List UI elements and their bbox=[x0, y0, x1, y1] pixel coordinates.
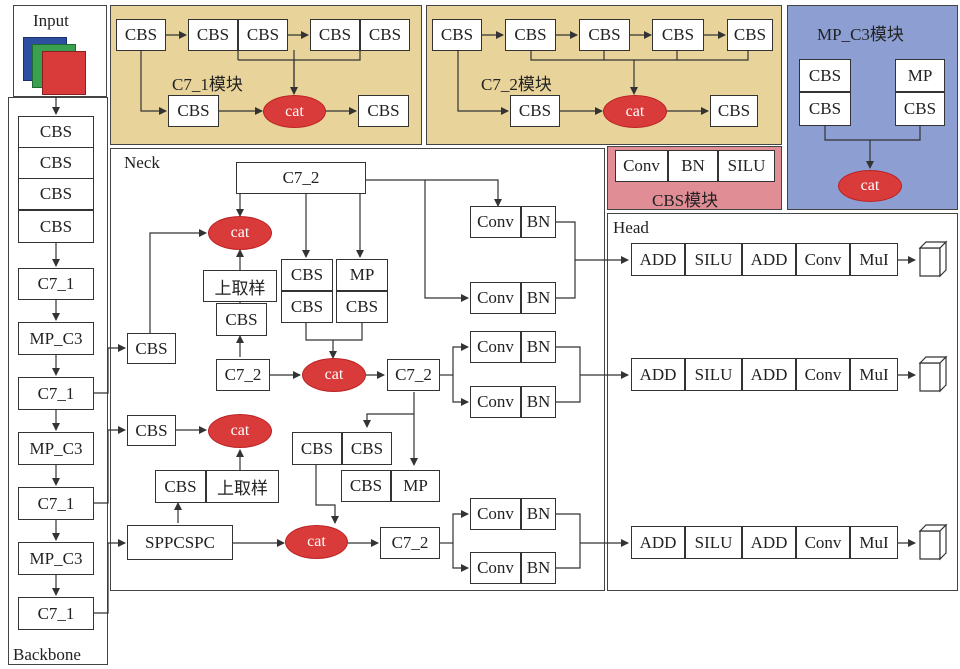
neck-c72-bottom: C7_2 bbox=[380, 527, 440, 559]
neck-conv-5: Conv bbox=[470, 498, 521, 530]
mpc3-cat: cat bbox=[838, 170, 902, 202]
head-conv-2: Conv bbox=[796, 358, 850, 391]
neck-cbs-pair-a: CBS bbox=[281, 259, 333, 291]
backbone-c71-1: C7_1 bbox=[18, 268, 94, 300]
input-panel bbox=[13, 5, 107, 97]
neck-bn-2: BN bbox=[521, 282, 556, 314]
head-add-1b: ADD bbox=[742, 243, 796, 276]
neck-cbs-pair-c: CBS bbox=[336, 291, 388, 323]
c72-cat: cat bbox=[603, 95, 667, 128]
neck-cat-lower: cat bbox=[208, 414, 272, 448]
neck-bn-6: BN bbox=[521, 552, 556, 584]
neck-conv-1: Conv bbox=[470, 206, 521, 238]
head-add-2a: ADD bbox=[631, 358, 685, 391]
backbone-cbs-1: CBS bbox=[18, 116, 94, 148]
head-mul-3: MuI bbox=[850, 526, 898, 559]
head-label: Head bbox=[613, 218, 649, 237]
head-add-3a: ADD bbox=[631, 526, 685, 559]
neck-panel bbox=[110, 148, 605, 591]
head-silu-1: SILU bbox=[685, 243, 742, 276]
head-mul-2: MuI bbox=[850, 358, 898, 391]
neck-conv-2: Conv bbox=[470, 282, 521, 314]
backbone-c71-3: C7_1 bbox=[18, 487, 94, 520]
neck-bn-1: BN bbox=[521, 206, 556, 238]
output-cube-icons bbox=[918, 240, 948, 561]
mpc3-cbs-1: CBS bbox=[799, 59, 851, 92]
mpc3-cbs-3: CBS bbox=[895, 92, 945, 126]
neck-bn-5: BN bbox=[521, 498, 556, 530]
backbone-c71-4: C7_1 bbox=[18, 597, 94, 630]
backbone-label: Backbone bbox=[13, 645, 81, 664]
neck-c72-top: C7_2 bbox=[236, 162, 366, 194]
head-silu-3: SILU bbox=[685, 526, 742, 559]
neck-conv-3: Conv bbox=[470, 331, 521, 363]
cbs-module-bn: BN bbox=[668, 150, 718, 182]
neck-label: Neck bbox=[124, 153, 160, 172]
head-panel bbox=[607, 213, 958, 591]
backbone-cbs-4: CBS bbox=[18, 210, 94, 243]
neck-cat-bottom: cat bbox=[285, 525, 348, 559]
c71-cbs-branch: CBS bbox=[168, 95, 219, 127]
neck-cbs-left-upper: CBS bbox=[127, 333, 176, 364]
neck-upsample-upper: 上取样 bbox=[203, 270, 277, 302]
c71-cbs-a2: CBS bbox=[238, 19, 288, 51]
c72-cbs-in: CBS bbox=[432, 19, 482, 51]
c72-cbs-branch: CBS bbox=[510, 95, 560, 127]
neck-sppcspc: SPPCSPC bbox=[127, 525, 233, 560]
backbone-mpc3-1: MP_C3 bbox=[18, 322, 94, 355]
neck-mp-upper: MP bbox=[336, 259, 388, 291]
backbone-mpc3-2: MP_C3 bbox=[18, 432, 94, 465]
neck-cbs-lower-left: CBS bbox=[155, 470, 206, 503]
input-label: Input bbox=[33, 11, 69, 30]
cbs-module-label: CBS模块 bbox=[652, 191, 719, 210]
head-add-2b: ADD bbox=[742, 358, 796, 391]
head-add-3b: ADD bbox=[742, 526, 796, 559]
neck-c72-mid-right: C7_2 bbox=[387, 359, 440, 391]
cbs-module-silu: SILU bbox=[718, 150, 775, 182]
c71-cbs-in: CBS bbox=[116, 19, 166, 51]
neck-bn-4: BN bbox=[521, 386, 556, 418]
neck-cbs-pair-e: CBS bbox=[342, 432, 392, 465]
mpc3-cbs-2: CBS bbox=[799, 92, 851, 126]
c72-cbs-2: CBS bbox=[579, 19, 630, 51]
backbone-cbs-2: CBS bbox=[18, 147, 94, 179]
c71-cbs-b1: CBS bbox=[310, 19, 360, 51]
c72-cbs-out: CBS bbox=[710, 95, 758, 127]
neck-upsample-lower: 上取样 bbox=[206, 470, 279, 503]
head-add-1a: ADD bbox=[631, 243, 685, 276]
head-conv-3: Conv bbox=[796, 526, 850, 559]
neck-cbs-upper: CBS bbox=[216, 303, 267, 336]
mpc3-mp: MP bbox=[895, 59, 945, 92]
neck-bn-3: BN bbox=[521, 331, 556, 363]
cbs-module-conv: Conv bbox=[615, 150, 668, 182]
c71-module-label: C7_1模块 bbox=[172, 75, 243, 94]
backbone-cbs-3: CBS bbox=[18, 178, 94, 210]
backbone-mpc3-3: MP_C3 bbox=[18, 542, 94, 575]
neck-cbs-pair-d: CBS bbox=[292, 432, 342, 465]
mpc3-module-label: MP_C3模块 bbox=[817, 25, 904, 44]
backbone-c71-2: C7_1 bbox=[18, 377, 94, 410]
neck-conv-4: Conv bbox=[470, 386, 521, 418]
c72-module-label: C7_2模块 bbox=[481, 75, 552, 94]
neck-cbs-left-lower: CBS bbox=[127, 415, 176, 446]
c71-cbs-b2: CBS bbox=[360, 19, 410, 51]
neck-cat-middle: cat bbox=[302, 358, 366, 392]
neck-cat-upper: cat bbox=[208, 216, 272, 250]
head-mul-1: MuI bbox=[850, 243, 898, 276]
neck-conv-6: Conv bbox=[470, 552, 521, 584]
c71-cbs-out: CBS bbox=[358, 95, 409, 127]
input-image-icon bbox=[23, 37, 88, 95]
neck-cbs-pair-b: CBS bbox=[281, 291, 333, 323]
head-silu-2: SILU bbox=[685, 358, 742, 391]
c72-cbs-1: CBS bbox=[505, 19, 556, 51]
neck-cbs-lower-mid: CBS bbox=[341, 470, 391, 502]
neck-c72-mid-left: C7_2 bbox=[216, 359, 270, 391]
c71-cat: cat bbox=[263, 95, 326, 128]
head-conv-1: Conv bbox=[796, 243, 850, 276]
c72-cbs-4: CBS bbox=[727, 19, 773, 51]
c72-cbs-3: CBS bbox=[652, 19, 704, 51]
neck-mp-lower: MP bbox=[391, 470, 440, 502]
c71-cbs-a1: CBS bbox=[188, 19, 238, 51]
